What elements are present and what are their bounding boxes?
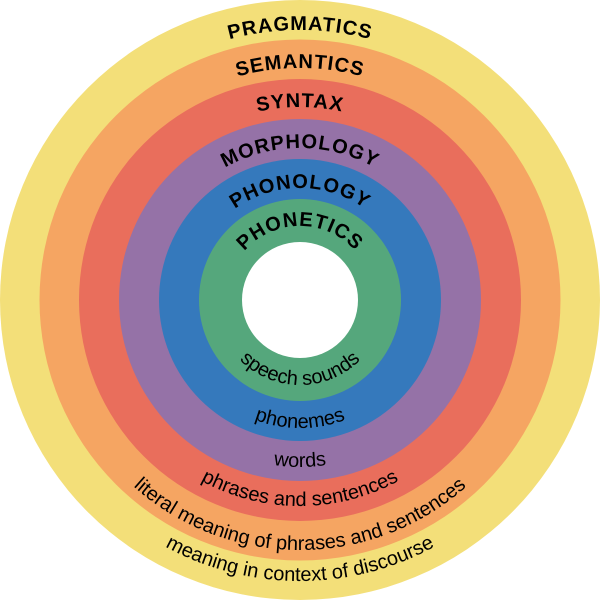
ring-description-morphology: words [272, 448, 327, 472]
center-circle [242, 242, 358, 358]
